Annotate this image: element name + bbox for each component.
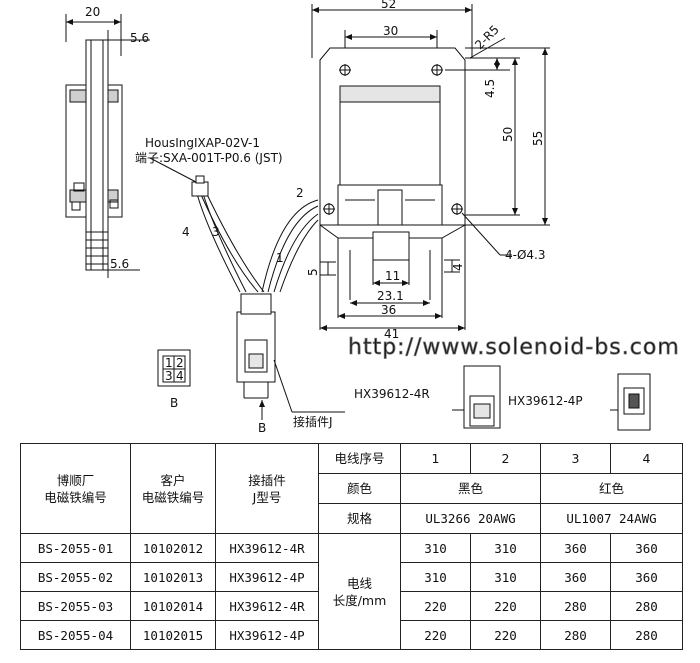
label-terminal: 端子:SXA-001T-P0.6 (JST) [135,151,283,165]
cell-customer: 10102012 [130,533,216,563]
cell-length-1: 310 [400,533,471,563]
cell-model: BS-2055-01 [20,533,131,563]
header-wire-no: 电线序号 [318,443,401,474]
pin-2: 2 [176,356,184,370]
label-housing: HousIngIXAP-02V-1 [145,136,260,150]
pin-4: 4 [176,369,184,383]
header-model: 博顺厂电磁铁编号 [20,443,131,534]
spec-red: UL1007 24AWG [540,503,683,534]
cell-length-3: 280 [540,591,611,621]
cell-customer: 10102014 [130,591,216,621]
label-connector-4p: HX39612-4P [508,394,583,408]
wire-no-4: 4 [610,443,683,474]
header-customer: 客户电磁铁编号 [130,443,216,534]
label-arrow-b: B [258,421,266,435]
wire-no-2: 2 [470,443,541,474]
dim-slot-width: 23.1 [377,289,404,303]
watermark: http://www.solenoid-bs.com [348,335,680,360]
label-wire-1: 1 [276,251,284,265]
cell-model: BS-2055-03 [20,591,131,621]
wire-harness [149,157,651,431]
color-black: 黑色 [400,473,541,504]
cell-length-2: 310 [470,533,541,563]
wire-no-1: 1 [400,443,471,474]
cell-length-4: 280 [610,620,683,650]
cell-connector: HX39612-4R [215,533,319,563]
dim-base-width: 36 [381,303,396,317]
cell-length-3: 360 [540,562,611,592]
label-wire-2: 2 [296,186,304,200]
dim-hole-offset: 4.5 [483,79,497,98]
dim-inner-height: 50 [501,127,515,142]
pin-1: 1 [165,356,173,370]
side-view [65,14,150,278]
dim-left-edge: 5 [306,268,320,276]
dim-side-offset-top: 5.6 [130,31,149,45]
cell-length-3: 280 [540,620,611,650]
table-row: BS-2055-04 10102015 HX39612-4P 220 220 2… [20,620,683,650]
label-view-b: B [170,396,178,410]
cell-length-4: 360 [610,562,683,592]
label-wire-3: 3 [212,225,220,239]
header-spec: 规格 [318,503,401,534]
cell-customer: 10102015 [130,620,216,650]
header-length: 电线长度/mm [318,533,401,650]
pin-3: 3 [165,369,173,383]
cell-length-2: 220 [470,620,541,650]
dim-plunger-width: 11 [385,269,400,283]
dim-front-width: 52 [381,0,396,11]
cell-length-3: 360 [540,533,611,563]
dim-right-edge: 4 [451,263,465,271]
cell-model: BS-2055-04 [20,620,131,650]
cell-length-4: 280 [610,591,683,621]
dim-bottom-width: 41 [384,327,399,341]
cell-length-1: 220 [400,620,471,650]
cell-length-2: 220 [470,591,541,621]
cell-length-2: 310 [470,562,541,592]
table-row: BS-2055-01 10102012 HX39612-4R 电线长度/mm 3… [20,533,683,650]
cell-length-1: 310 [400,562,471,592]
cell-connector: HX39612-4R [215,591,319,621]
dim-hole-spacing: 30 [383,24,398,38]
cell-customer: 10102013 [130,562,216,592]
dim-side-offset-bottom: 5.6 [110,257,129,271]
spec-black: UL3266 20AWG [400,503,541,534]
dim-holes: 4-Ø4.3 [505,248,546,262]
dim-side-width: 20 [85,5,100,19]
technical-drawing: 20 5.6 5.6 [65,0,680,435]
dim-total-height: 55 [531,131,545,146]
wire-no-3: 3 [540,443,611,474]
front-view [311,4,550,331]
label-connector-4r: HX39612-4R [354,387,430,401]
header-color: 颜色 [318,473,401,504]
cell-connector: HX39612-4P [215,562,319,592]
label-wire-4: 4 [182,225,190,239]
cell-length-1: 220 [400,591,471,621]
cell-connector: HX39612-4P [215,620,319,650]
label-connector-j: 接插件J [293,414,333,429]
color-red: 红色 [540,473,683,504]
cell-length-4: 360 [610,533,683,563]
cell-model: BS-2055-02 [20,562,131,592]
